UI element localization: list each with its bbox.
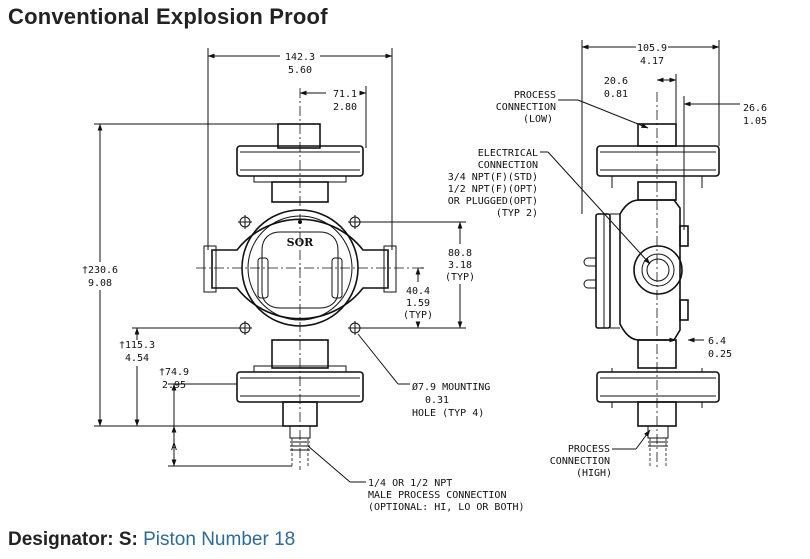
dimension-a: A [171, 442, 177, 453]
front-view: SOR [196, 88, 420, 470]
side-width-in: 4.17 [640, 56, 664, 67]
lower-mm: †74.9 [159, 367, 189, 378]
page-title: Conventional Explosion Proof [8, 4, 328, 29]
sor-logo: SOR [287, 236, 315, 249]
right-offset-in: 1.05 [743, 116, 767, 127]
proc-low-2: CONNECTION [496, 102, 556, 113]
lower-in: 2.95 [162, 380, 186, 391]
bolt-b-in: 1.59 [406, 298, 430, 309]
npt-note-2: MALE PROCESS CONNECTION [368, 490, 506, 501]
bolt-a-typ: (TYP) [445, 272, 475, 283]
low-offset-in: 0.81 [604, 89, 628, 100]
bolt-a-in: 3.18 [448, 260, 472, 271]
dimension-labels: 142.3 5.60 71.1 2.80 †230.6 9.08 †115.3 … [82, 43, 767, 513]
elec-5: OR PLUGGED(OPT) [448, 196, 538, 207]
mounting-note-2: 0.31 [425, 395, 449, 406]
width-mm: 142.3 [285, 52, 315, 63]
designator-line: Designator: S: Piston Number 18 [8, 529, 295, 551]
width-in: 5.60 [288, 65, 312, 76]
npt-note-1: 1/4 OR 1/2 NPT [368, 478, 452, 489]
designator-label: Designator: S: [8, 529, 144, 550]
elec-6: (TYP 2) [496, 208, 538, 219]
proc-high-2: CONNECTION [550, 456, 610, 467]
right-offset-mm: 26.6 [743, 103, 767, 114]
elec-2: CONNECTION [478, 160, 538, 171]
center-in: 4.54 [125, 353, 149, 364]
proc-high-1: PROCESS [568, 444, 610, 455]
elec-4: 1/2 NPT(F)(OPT) [448, 184, 538, 195]
elec-1: ELECTRICAL [478, 148, 538, 159]
proc-low-1: PROCESS [514, 90, 556, 101]
side-view [583, 92, 720, 470]
mounting-note-1: Ø7.9 MOUNTING [412, 381, 490, 393]
bolt-b-mm: 40.4 [406, 286, 430, 297]
front-dimensions [94, 48, 466, 483]
center-mm: †115.3 [119, 340, 155, 351]
bolt-b-typ: (TYP) [403, 310, 433, 321]
npt-note-3: (OPTIONAL: HI, LO OR BOTH) [368, 502, 525, 513]
proc-high-3: (HIGH) [576, 468, 612, 479]
small-mm: 6.4 [708, 336, 726, 347]
side-width-mm: 105.9 [637, 43, 667, 54]
bolt-a-mm: 80.8 [448, 248, 472, 259]
height-in: 9.08 [88, 278, 112, 289]
half-width-mm: 71.1 [333, 89, 357, 100]
designator-link[interactable]: Piston Number 18 [143, 529, 296, 550]
mounting-note-3: HOLE (TYP 4) [412, 408, 484, 419]
side-dimensions [540, 40, 740, 450]
height-mm: †230.6 [82, 265, 118, 276]
low-offset-mm: 20.6 [604, 76, 628, 87]
proc-low-3: (LOW) [523, 114, 553, 125]
small-in: 0.25 [708, 349, 732, 360]
elec-3: 3/4 NPT(F)(STD) [448, 172, 538, 183]
half-width-in: 2.80 [333, 102, 357, 113]
